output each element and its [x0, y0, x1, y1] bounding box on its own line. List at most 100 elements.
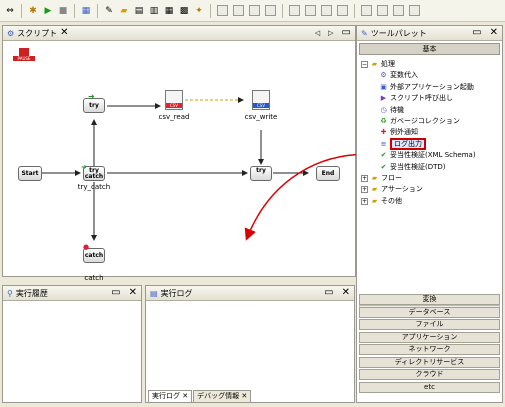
csv-write-node[interactable]: CSV — [252, 90, 270, 110]
disabled-tool-icon[interactable] — [337, 5, 348, 16]
disabled-tool-icon[interactable] — [393, 5, 404, 16]
script-icon: ⚙ — [7, 28, 15, 38]
close-icon[interactable]: ✕ — [341, 287, 350, 298]
toolbar-separator — [74, 3, 75, 18]
close-icon[interactable]: ✕ — [489, 27, 498, 38]
table2-icon[interactable]: ▦ — [164, 5, 174, 16]
tab-exec-log[interactable]: 実行ログ ✕ — [148, 390, 193, 402]
folder-icon: ▰ — [371, 185, 378, 194]
maximize-icon[interactable]: ▭ — [111, 287, 121, 298]
toolbar-separator — [21, 3, 22, 18]
close-icon[interactable]: ✕ — [241, 392, 248, 400]
arrow-icon[interactable]: ⇔ — [6, 5, 14, 16]
tree-item[interactable]: ✔妥当性検証(DTD) — [379, 162, 446, 173]
maximize-icon[interactable]: ▭ — [341, 27, 351, 38]
expander-icon[interactable]: + — [361, 175, 368, 182]
tree-item-label: 妥当性検証(XML Schema) — [390, 151, 476, 160]
expander-icon[interactable]: + — [361, 197, 368, 205]
category-button[interactable]: 変換 — [359, 294, 500, 305]
palette-header: ✎ ツールパレット ▭ ✕ — [357, 26, 502, 41]
disabled-tool-icon[interactable] — [321, 5, 332, 16]
disabled-tool-icon[interactable] — [377, 5, 388, 16]
disabled-tool-icon[interactable] — [409, 5, 420, 16]
disabled-tool-icon[interactable] — [233, 5, 244, 16]
script-canvas[interactable]: PAUSE try ➜ CSV csv_read CSV csv_write S… — [3, 42, 355, 282]
pause-icon[interactable]: PAUSE — [13, 48, 35, 64]
history-controls: ▭ ✕ — [111, 287, 137, 298]
tab-script[interactable]: スクリプト — [17, 28, 58, 38]
tree-item[interactable]: ♻ガベージコレクション — [379, 116, 460, 127]
category-button[interactable]: クラウド — [359, 369, 500, 380]
nav-right-icon[interactable]: ▷ — [328, 28, 334, 37]
tree-item[interactable]: −▰処理 — [361, 59, 395, 70]
disabled-tool-icon[interactable] — [305, 5, 316, 16]
table3-icon[interactable]: ▩ — [179, 5, 189, 16]
disabled-tool-icon[interactable] — [289, 5, 300, 16]
tree-item[interactable]: ≡ログ出力 — [379, 138, 426, 151]
disabled-tool-icon[interactable] — [361, 5, 372, 16]
tree-item[interactable]: ✚例外通知 — [379, 127, 418, 138]
log-icon: ▤ — [150, 288, 158, 298]
tree-item[interactable]: ▶スクリプト呼び出し — [379, 93, 453, 104]
tree-item[interactable]: +▰フロー — [361, 173, 402, 184]
try-node-right[interactable]: try — [250, 166, 272, 181]
palette-icon[interactable]: ✱ — [29, 5, 37, 16]
disabled-tool-icon[interactable] — [265, 5, 276, 16]
try-node[interactable]: try — [83, 98, 105, 113]
close-icon[interactable]: ✕ — [60, 27, 69, 38]
csv-badge: CSV — [253, 103, 269, 108]
tree-item[interactable]: ◷待機 — [379, 105, 404, 116]
run-icon[interactable]: ▶ — [44, 5, 52, 16]
pause-label: PAUSE — [13, 56, 35, 61]
category-button[interactable]: データベース — [359, 306, 500, 318]
tree-item[interactable]: +▰その他 — [361, 196, 402, 207]
category-button[interactable]: アプリケーション — [359, 331, 500, 343]
disabled-tool-icon[interactable] — [217, 5, 228, 16]
tree-item[interactable]: ⚙変数代入 — [379, 70, 418, 81]
nav-left-icon[interactable]: ◁ — [314, 28, 321, 37]
catch-node[interactable]: catch — [83, 248, 105, 263]
disabled-tool-icon[interactable] — [249, 5, 260, 16]
tree-item-label: スクリプト呼び出し — [390, 94, 453, 103]
category-button[interactable]: ディレクトリサービス — [359, 356, 500, 368]
tree-item-label: ログ出力 — [390, 138, 426, 151]
tree-item[interactable]: +▰アサーション — [361, 184, 423, 195]
tree-item-label: 待機 — [390, 105, 404, 114]
table-icon[interactable]: ▥ — [149, 5, 159, 16]
tree-item-label: 処理 — [381, 60, 395, 68]
app-icon: ▣ — [380, 82, 387, 91]
folder-icon[interactable]: ▰ — [120, 5, 128, 16]
log-header: ▤ 実行ログ ▭ ✕ — [146, 286, 354, 301]
catch-node-label: catch — [84, 252, 104, 259]
tree-item[interactable]: ✔妥当性検証(XML Schema) — [379, 150, 476, 161]
tree-item-label: 外部アプリケーション起動 — [390, 82, 474, 91]
expander-icon[interactable]: − — [361, 61, 368, 68]
close-icon[interactable]: ✕ — [182, 392, 189, 400]
maximize-icon[interactable]: ▭ — [472, 27, 482, 38]
category-button[interactable]: ネットワーク — [359, 344, 500, 355]
start-node[interactable]: Start — [18, 166, 42, 181]
tool-palette-panel: ✎ ツールパレット ▭ ✕ 基本 −▰処理⚙変数代入▣外部アプリケーション起動▶… — [356, 25, 503, 403]
grid-icon[interactable]: ▦ — [81, 5, 91, 16]
wrench-icon[interactable]: ✎ — [105, 5, 113, 16]
start-node-label: Start — [21, 170, 39, 177]
end-node[interactable]: End — [316, 166, 340, 181]
stop-icon[interactable]: ■ — [58, 5, 68, 16]
expander-icon[interactable]: + — [361, 186, 368, 194]
script-tab-header: ⚙ スクリプト ✕ ◁ ▷ ▭ — [3, 26, 355, 41]
try-catch-node[interactable]: try catch — [83, 166, 105, 181]
csv-read-node[interactable]: CSV — [165, 90, 183, 110]
wizard-icon[interactable]: ✦ — [195, 5, 203, 16]
tab-debug-info[interactable]: デバッグ情報 ✕ — [193, 390, 252, 402]
palette-icon: ✎ — [361, 28, 368, 38]
tree-item-label: ガベージコレクション — [390, 117, 460, 125]
tree-item[interactable]: ▣外部アプリケーション起動 — [379, 82, 474, 93]
category-button[interactable]: ファイル — [359, 319, 500, 330]
tab-basic[interactable]: 基本 — [359, 43, 500, 55]
close-icon[interactable]: ✕ — [128, 287, 137, 298]
maximize-icon[interactable]: ▭ — [324, 287, 334, 298]
flow-connectors — [41, 97, 309, 241]
doc-icon[interactable]: ▤ — [134, 5, 144, 16]
palette-controls: ▭ ✕ — [472, 27, 498, 38]
category-button[interactable]: etc — [359, 381, 500, 393]
